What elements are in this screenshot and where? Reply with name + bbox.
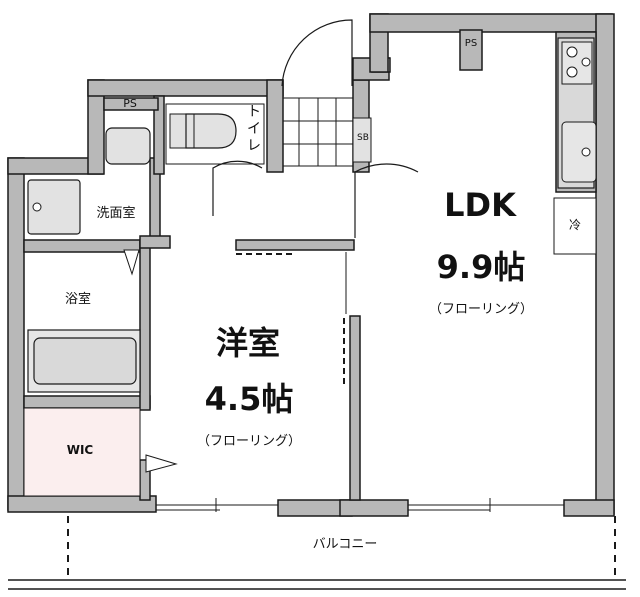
kitchen-sink — [561, 121, 597, 183]
room-name-western: 洋室 — [215, 324, 280, 362]
washing-machine — [27, 179, 81, 235]
room-floor-western: （フローリング） — [196, 434, 301, 449]
entrance-tiles — [282, 97, 354, 167]
room-name-ldk: LDK — [444, 186, 516, 224]
wic-area — [23, 407, 141, 497]
room-name-washroom: 洗面室 — [96, 206, 136, 221]
ps-label-left: PS — [123, 97, 137, 110]
room-name-balcony: バルコニー — [312, 537, 378, 552]
room-size-ldk: 9.9帖 — [436, 248, 526, 286]
room-name-bathroom: 浴室 — [64, 292, 91, 307]
room-name-wic: WIC — [66, 443, 94, 457]
entrance-door — [281, 19, 353, 87]
wash-basin — [105, 127, 151, 165]
room-floor-ldk: （フローリング） — [428, 302, 533, 317]
ps-label-right: PS — [464, 38, 478, 49]
walls — [7, 13, 615, 517]
fridge-label: 冷 — [568, 218, 581, 232]
bathtub — [33, 337, 137, 385]
shoe-box — [352, 117, 372, 163]
fridge-space — [553, 197, 597, 255]
toilet-fixture — [185, 113, 237, 149]
room-name-toilet: トイレ — [247, 104, 261, 154]
shoe-box-label: SB — [357, 133, 369, 143]
room-size-western: 4.5帖 — [204, 380, 294, 418]
